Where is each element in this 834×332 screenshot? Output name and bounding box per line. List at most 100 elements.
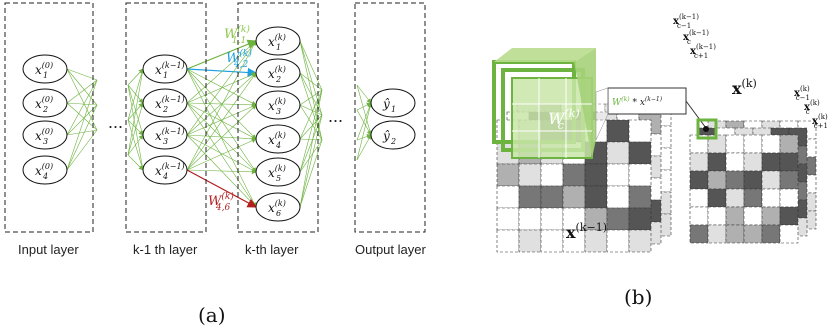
layer-box-3	[354, 2, 426, 233]
ellipsis-2: ...	[328, 106, 343, 126]
node-label: x(k)1	[268, 33, 286, 52]
edge-k-out-0	[299, 40, 323, 91]
ellipsis-1: ...	[108, 112, 123, 132]
input-map-label: x(k−1)	[566, 221, 607, 242]
weight-label-4-2: W(k)4,2	[226, 48, 252, 70]
grid-in-cell	[562, 185, 586, 209]
node-label: x(k)4	[268, 131, 286, 150]
edge-k-out-5	[299, 114, 323, 208]
grid-in-cell	[584, 163, 608, 187]
edge-into-output-1	[356, 84, 373, 136]
node-label: x(k)2	[268, 65, 286, 84]
edge-k1-1-k-1	[186, 39, 258, 70]
node-layer2-1: x(k)1	[255, 26, 301, 56]
edge-k-out-1	[299, 72, 323, 141]
output-highlight-cell	[696, 118, 718, 140]
kernel-label: W(k)c	[548, 107, 580, 132]
edge-input-1	[66, 102, 98, 106]
grid-in-cell	[606, 163, 630, 187]
grid-in-cell	[606, 119, 630, 143]
edge-input-0	[66, 68, 98, 131]
node-label: x(0)3	[35, 127, 53, 146]
edge-into-output-0	[356, 102, 373, 161]
edge-input-1	[66, 79, 98, 104]
grid-out-cell	[761, 152, 781, 172]
layer-label-k-1: k-1 th layer	[133, 242, 198, 257]
grid-in-cell	[518, 229, 542, 253]
edge-k1-1-k-6	[186, 68, 257, 208]
grid-in-cell	[584, 185, 608, 209]
edge-into-k1-0	[127, 68, 145, 156]
edge-k1-3-k-1	[186, 40, 257, 136]
grid-in-cell	[540, 229, 564, 253]
grid-in-cell	[496, 207, 520, 231]
edge-into-output-0	[356, 84, 372, 104]
edge-into-k1-0	[127, 68, 145, 121]
grid-out-cell	[761, 134, 781, 154]
edge-into-k1-3	[127, 84, 145, 171]
output-map-label: x(k)	[732, 77, 757, 98]
node-layer2-2: x(k)2	[255, 58, 301, 88]
edge-into-output-1	[356, 134, 372, 161]
edge-input-3	[66, 79, 98, 171]
grid-in-cell	[496, 185, 520, 209]
edge-k1-4-k-5	[186, 169, 257, 175]
edge-k1-4-k-4	[186, 138, 257, 171]
grid-out-cell	[689, 170, 709, 190]
layer-label-input: Input layer	[18, 242, 79, 257]
grid-out-cell	[689, 188, 709, 208]
node-layer0-2: x(0)2	[22, 88, 68, 118]
grid-in-cell	[562, 163, 586, 187]
grid-out-cell	[779, 224, 799, 244]
grid-out-cell	[761, 170, 781, 190]
layer-box-1	[125, 2, 207, 233]
node-label: x(k)6	[268, 199, 286, 218]
grid-out-cell	[743, 188, 763, 208]
edge-into-k1-3	[127, 154, 144, 171]
grid-in-cell	[518, 207, 542, 231]
grid-out-cell	[743, 170, 763, 190]
layer-boxes	[4, 2, 426, 233]
connection-edges	[66, 39, 373, 208]
node-label: x(k)3	[268, 97, 286, 116]
caption-a: (a)	[198, 303, 226, 327]
input-channel-c-1: x(k−1)c−1	[673, 13, 699, 30]
node-layer3-1: ŷ1	[370, 88, 416, 118]
grid-in-cell	[540, 185, 564, 209]
grid-in-cell	[606, 207, 630, 231]
grid-in-cell	[628, 163, 652, 187]
output-channel-c-1: x(k)c−1	[794, 85, 810, 102]
edge-input-0	[66, 68, 98, 106]
grid-in-cell	[496, 229, 520, 253]
node-layer1-1: x(k−1)1	[142, 54, 188, 84]
grid-out-cell	[743, 224, 763, 244]
grid-out-cell	[761, 188, 781, 208]
grid-out-cell	[725, 170, 745, 190]
edge-k-out-1	[299, 72, 323, 91]
grid-in-cell	[628, 185, 652, 209]
grid-out-cell	[725, 134, 745, 154]
panel-b: W(k)c W(k) * x(k−1) x(k−1) x(k) x(k−1)c−…	[492, 13, 828, 309]
edge-k-out-4	[299, 114, 323, 173]
grid-out-cell	[707, 224, 727, 244]
edge-k1-2-k-6	[186, 102, 257, 208]
output-channel-c+1: x(k)c+1	[812, 113, 828, 130]
node-layer1-3: x(k−1)3	[142, 120, 188, 150]
grid-in-cell	[606, 141, 630, 165]
edge-input-2	[66, 104, 98, 136]
edge-k-out-2	[299, 104, 323, 116]
edge-k-out-3	[299, 138, 323, 141]
input-channel-c+1: x(k−1)c+1	[690, 43, 716, 60]
caption-b: (b)	[624, 285, 652, 309]
grid-out-cell	[725, 152, 745, 172]
edge-input-0	[66, 68, 98, 81]
node-label: x(0)1	[35, 61, 53, 80]
node-layer0-3: x(0)3	[22, 120, 68, 150]
node-layer2-3: x(k)3	[255, 90, 301, 120]
edge-k-out-4	[299, 139, 323, 173]
output-feature-map	[689, 120, 817, 244]
edge-k-out-0	[299, 40, 323, 141]
weight-label-4-6: W(k)4,6	[208, 191, 234, 213]
grid-out-cell	[707, 152, 727, 172]
